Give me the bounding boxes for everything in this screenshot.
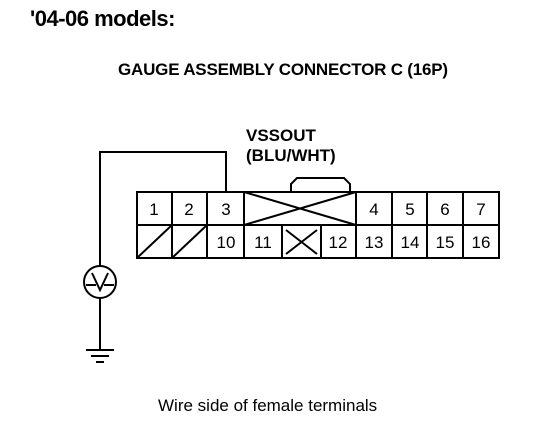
terminal-11: 11	[254, 233, 272, 252]
models-heading: '04-06 models:	[30, 6, 175, 31]
voltmeter-icon	[83, 265, 117, 299]
terminal-12: 12	[329, 233, 348, 252]
signal-label: VSSOUT (BLU/WHT)	[246, 126, 336, 166]
voltmeter-glyph	[86, 272, 114, 293]
terminal-1: 1	[149, 200, 158, 219]
connector-title: GAUGE ASSEMBLY CONNECTOR C (16P)	[118, 60, 448, 79]
terminal-4: 4	[369, 200, 378, 219]
blank-cavity-bottom	[285, 229, 318, 255]
blank-cavity-8	[136, 224, 173, 259]
test-lead-wire	[99, 151, 227, 266]
terminal-13: 13	[365, 233, 384, 252]
terminal-6: 6	[440, 200, 449, 219]
terminal-10: 10	[217, 233, 236, 252]
terminal-5: 5	[405, 200, 414, 219]
blank-cavity-top	[243, 191, 357, 226]
terminal-14: 14	[401, 233, 420, 252]
ground-icon	[86, 349, 114, 363]
terminal-3: 3	[221, 200, 230, 219]
terminal-7: 7	[476, 200, 485, 219]
locking-tab	[290, 177, 351, 192]
terminal-16: 16	[472, 233, 491, 252]
wire-color: (BLU/WHT)	[246, 146, 336, 165]
terminal-2: 2	[184, 200, 193, 219]
caption: Wire side of female terminals	[158, 396, 378, 415]
terminal-15: 15	[436, 233, 455, 252]
signal-name: VSSOUT	[246, 126, 316, 145]
blank-cavity-9	[171, 224, 208, 259]
